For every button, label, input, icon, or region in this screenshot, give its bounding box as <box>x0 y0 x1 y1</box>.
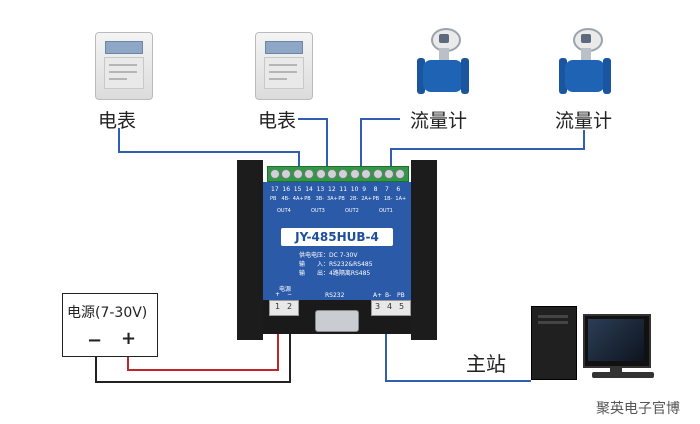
terminal-label: 4B- <box>281 196 290 202</box>
power-port-label: 电源 <box>279 286 292 293</box>
computer-tower-icon <box>531 306 577 380</box>
terminal-screw <box>338 169 349 179</box>
electric-meter-icon <box>95 32 153 100</box>
terminal-number: 8 <box>373 186 378 193</box>
terminal-label: PB <box>304 196 311 202</box>
terminal-number: 14 <box>305 186 313 193</box>
terminal-screw <box>384 169 394 179</box>
bus-b-label: B- <box>385 292 392 299</box>
flow-meter-icon <box>415 28 471 98</box>
bus-pin-4: 4 <box>387 302 393 311</box>
terminal-number: 16 <box>282 186 291 193</box>
meter2-label: 电表 <box>258 110 297 132</box>
terminal-label: PB <box>270 196 277 202</box>
wire-flow2-v <box>390 148 392 171</box>
wire-power-negative-v <box>95 355 97 383</box>
power-terminal <box>269 300 299 316</box>
wire-host-h <box>385 380 531 382</box>
watermark: 聚英电子官博 <box>596 401 680 417</box>
output-group-label: OUT1 <box>379 208 393 214</box>
wire-power-positive-up <box>277 318 279 371</box>
psu-minus: − <box>87 330 103 351</box>
wire-meter1 <box>118 128 120 152</box>
terminal-screw <box>361 169 372 179</box>
rs232-label: RS232 <box>325 292 345 299</box>
wire-meter1-h <box>118 151 300 153</box>
psu-plus: + <box>121 328 137 349</box>
terminal-label: PB <box>338 196 345 202</box>
wire-power-positive-v <box>127 355 129 371</box>
terminal-number: 15 <box>293 186 302 193</box>
terminal-number: 10 <box>350 186 359 193</box>
terminal-number: 12 <box>328 186 336 193</box>
bus-terminal <box>371 300 411 316</box>
monitor-stand <box>610 366 622 372</box>
wire-power-positive-h <box>127 369 279 371</box>
spec-power: 供电电压：DC 7-30V <box>299 252 358 259</box>
wire-meter2 <box>298 118 328 120</box>
terminal-screw <box>327 169 337 179</box>
terminal-label: 2B- <box>349 196 359 202</box>
meter1-label: 电表 <box>98 110 137 132</box>
output-group-label: OUT2 <box>345 208 359 214</box>
power-minus: − <box>287 291 293 298</box>
terminal-screw <box>281 169 292 179</box>
terminal-screw <box>372 169 383 179</box>
wire-power-negative-up <box>289 318 291 383</box>
terminal-number: 9 <box>362 186 367 193</box>
wire-meter2-v <box>326 118 328 171</box>
terminal-screw <box>304 169 315 179</box>
power-plus: + <box>275 291 281 298</box>
keyboard-icon <box>592 372 654 378</box>
terminal-number: 7 <box>385 186 389 193</box>
rs232-port <box>315 310 359 332</box>
flow2-label: 流量计 <box>555 110 613 132</box>
output-group-label: OUT4 <box>277 208 291 214</box>
flow-meter-icon <box>557 28 613 98</box>
host-label: 主站 <box>466 352 506 376</box>
terminal-label: 1B- <box>384 196 393 202</box>
spec-input: 输 入：RS232&RS485 <box>299 261 373 268</box>
terminal-screw <box>270 169 280 179</box>
output-group-label: OUT3 <box>311 208 325 214</box>
power-pin-2: 2 <box>287 302 293 311</box>
terminal-screw <box>292 169 303 179</box>
bus-pb-label: PB <box>397 292 405 299</box>
flow1-label: 流量计 <box>410 110 468 132</box>
bus-pin-5: 5 <box>399 302 405 311</box>
wire-flow1 <box>360 118 400 120</box>
power-pin-1: 1 <box>275 302 281 311</box>
terminal-screw <box>349 169 360 179</box>
wire-flow2-h <box>390 148 585 150</box>
terminal-label: PB <box>372 196 380 202</box>
terminal-label: 4A+ <box>292 196 304 202</box>
wire-host <box>385 330 387 382</box>
psu-label: 电源(7-30V) <box>67 305 148 321</box>
terminal-label: 1A+ <box>395 196 407 202</box>
bus-pin-3: 3 <box>375 302 381 311</box>
terminal-number: 17 <box>271 186 279 193</box>
terminal-label: 2A+ <box>361 196 372 202</box>
power-supply: 电源(7-30V) − + <box>62 293 158 357</box>
device-model: JY-485HUB-4 <box>281 228 393 246</box>
wire-flow2 <box>583 130 585 150</box>
electric-meter-icon <box>255 32 313 100</box>
terminal-number: 13 <box>316 186 325 193</box>
terminal-screw <box>395 169 406 179</box>
terminal-label: 3A+ <box>327 196 338 202</box>
spec-output: 输 出：4路隔离RS485 <box>299 270 371 277</box>
wire-power-negative-h <box>95 381 291 383</box>
terminal-screw <box>315 169 326 179</box>
monitor-icon <box>583 314 651 368</box>
terminal-label: 3B- <box>315 196 325 202</box>
wire-meter1-v <box>298 151 300 171</box>
wire-flow1-v <box>360 118 362 171</box>
bus-a-label: A+ <box>373 292 383 299</box>
rs485-hub-device: JY-485HUB-4 供电电压：DC 7-30V 输 入：RS232&RS48… <box>237 160 437 340</box>
terminal-number: 11 <box>339 186 348 193</box>
terminal-number: 6 <box>396 186 401 193</box>
